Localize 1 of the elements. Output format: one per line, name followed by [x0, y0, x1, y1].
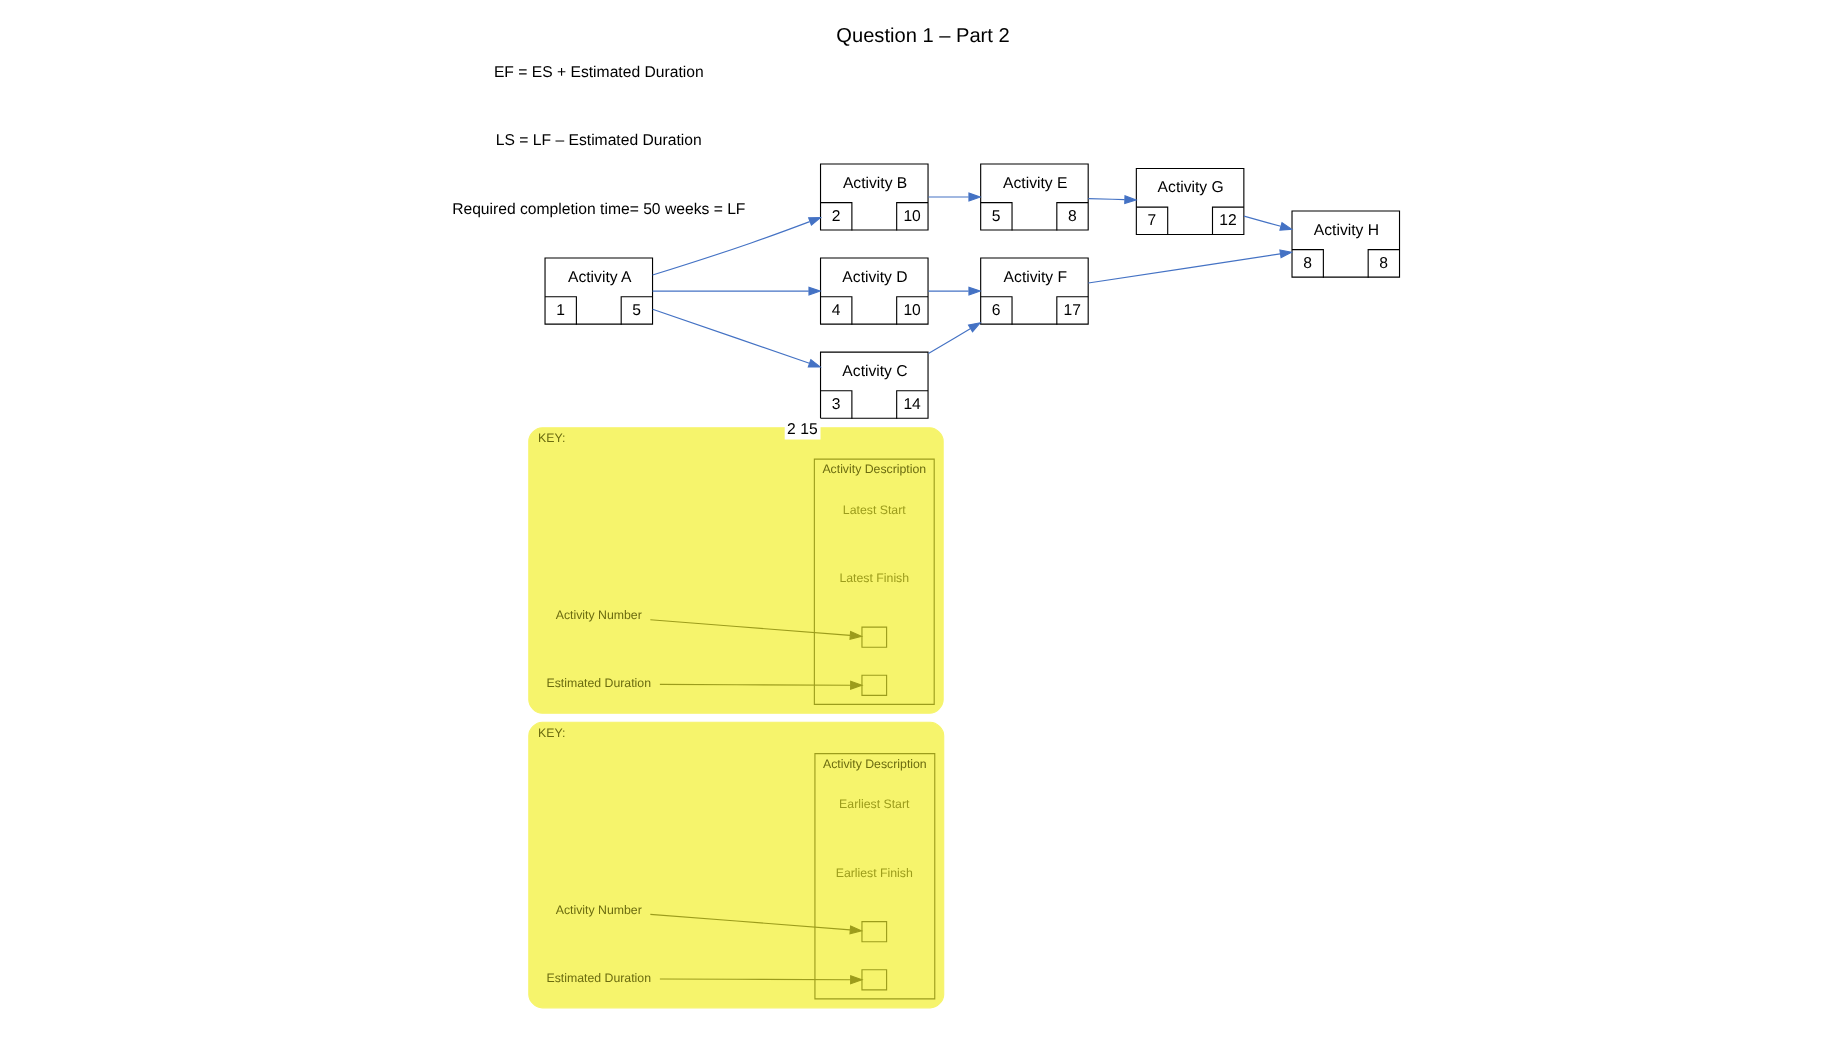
- diagram-title: Question 1 – Part 2: [836, 25, 1010, 48]
